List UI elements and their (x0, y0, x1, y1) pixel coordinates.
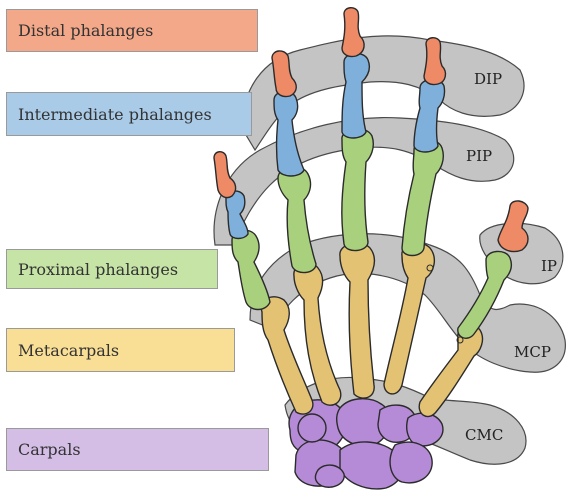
legend-distal-label: Distal phalanges (18, 21, 153, 40)
distal-middle (342, 8, 364, 57)
carpal-bone (315, 465, 344, 487)
joint-label-cmc: CMC (465, 426, 503, 444)
carpal-bone (390, 442, 432, 483)
joint-label-mcp: MCP (514, 343, 551, 361)
legend-intermediate-phalanges: Intermediate phalanges (6, 92, 252, 136)
proximal-index (402, 140, 443, 256)
joint-label-ip: IP (541, 257, 557, 275)
joint-label-dip: DIP (474, 70, 502, 88)
legend-distal-phalanges: Distal phalanges (6, 9, 258, 52)
legend-metacarpals: Metacarpals (6, 328, 235, 372)
joint-label-pip: PIP (466, 147, 492, 165)
proximal-middle (342, 129, 373, 251)
legend-intermediate-label: Intermediate phalanges (18, 105, 212, 124)
legend-proximal-phalanges: Proximal phalanges (6, 249, 218, 289)
legend-metacarpals-label: Metacarpals (18, 341, 119, 360)
legend-proximal-label: Proximal phalanges (18, 260, 178, 279)
proximal-little (232, 230, 270, 309)
legend-carpals: Carpals (6, 428, 269, 471)
legend-carpals-label: Carpals (18, 440, 81, 459)
intermediate-middle (342, 53, 369, 138)
carpal-bone (407, 413, 443, 446)
metacarpal-middle (340, 243, 375, 398)
pisiform-bone (298, 414, 326, 442)
